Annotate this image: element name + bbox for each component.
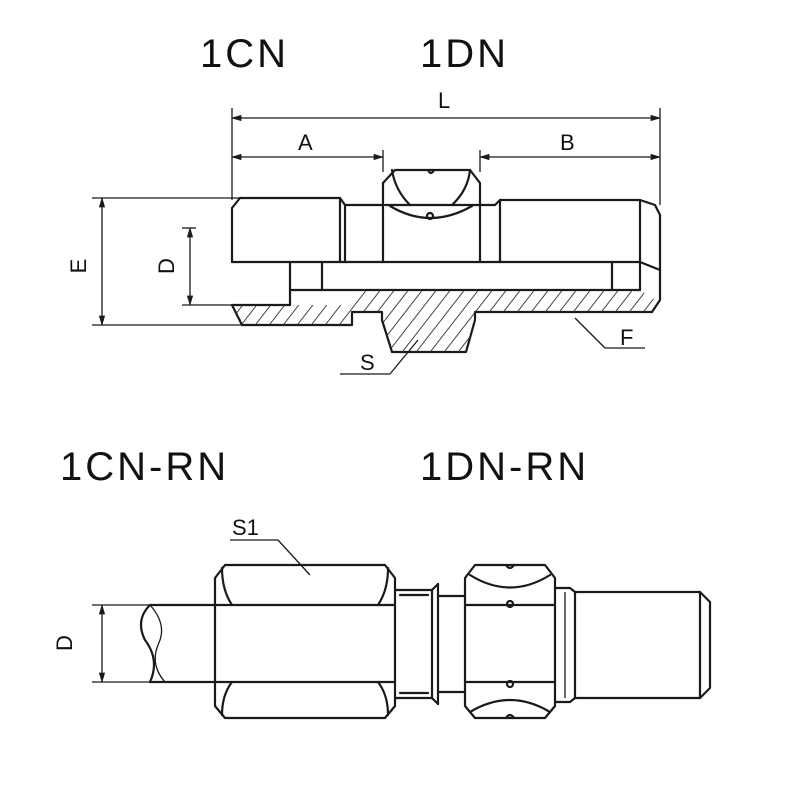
lower-fitting: D S1 [52,515,712,720]
upper-fitting: L A B E D S F [66,88,662,375]
dim-d-label: D [154,258,179,274]
dim-b-label: B [560,130,575,155]
dim-s1-label: S1 [232,515,259,540]
dim-f-label: F [620,325,633,350]
dim-a-label: A [298,130,313,155]
dim-e-label: E [66,259,91,274]
title-1dn-rn: 1DN-RN [420,445,590,489]
title-1cn: 1CN [200,32,290,76]
dim-l-label: L [438,88,450,113]
title-1cn-rn: 1CN-RN [60,445,230,489]
dim-d2-label: D [52,635,77,651]
title-1dn: 1DN [420,32,510,76]
dim-s-label: S [360,350,375,375]
